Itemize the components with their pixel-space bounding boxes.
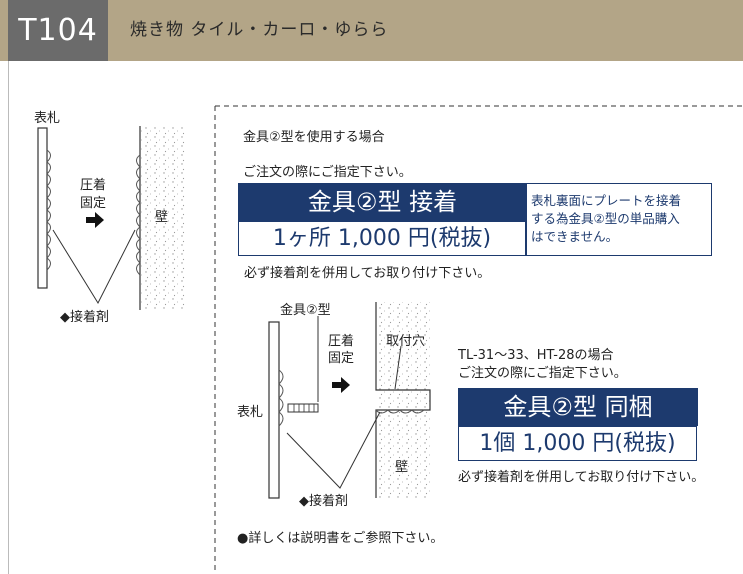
nameplate-side <box>37 127 48 289</box>
adhesive-note: 必ず接着剤を併用してお取り付け下さい。 <box>244 266 491 281</box>
adhesive-label: ◆接着剤 <box>60 310 109 325</box>
press-label-right: 圧着 <box>328 334 355 349</box>
right-install-diagram <box>268 302 431 499</box>
adhesive-leader-left <box>52 229 136 305</box>
nameplate-side-right <box>268 321 280 499</box>
side-note: 表札裏面にプレートを接着 する為金具②型の単品購入 はできません。 <box>531 192 681 246</box>
wall-label: 壁 <box>155 210 169 225</box>
plate-label-right: 表札 <box>237 405 264 420</box>
product-name-banner: 金具②型 接着 <box>238 183 527 221</box>
plate-label: 表札 <box>34 111 61 126</box>
adhesive-wall-left <box>136 154 141 276</box>
header-bar <box>0 0 743 61</box>
left-install-diagram <box>37 126 185 310</box>
bundle-product-banner: 金具②型 同梱 <box>458 388 698 426</box>
bundle-order-note: ご注文の際にご指定下さい。 <box>458 366 627 381</box>
adhesive-leader-right <box>286 411 381 489</box>
adhesive-left <box>46 149 51 271</box>
fix-label: 固定 <box>80 196 107 211</box>
adhesive-hole <box>375 409 425 414</box>
wall-left <box>140 126 185 310</box>
side-note-line: する為金具②型の単品購入 <box>531 211 680 226</box>
bundle-adhesive-note: 必ず接着剤を併用してお取り付け下さい。 <box>458 470 705 485</box>
bundle-price-box: 1個 1,000 円(税抜) <box>458 426 697 461</box>
side-note-line: 表札裏面にプレートを接着 <box>531 193 682 208</box>
order-note: ご注文の際にご指定下さい。 <box>243 165 412 180</box>
price-box: 1ヶ所 1,000 円(税抜) <box>238 221 526 256</box>
fitting-label: 金具②型 <box>280 303 331 318</box>
hole-label: 取付穴 <box>386 334 426 349</box>
side-note-line: はできません。 <box>531 229 619 244</box>
wall-right <box>376 302 430 498</box>
footer-note: ●詳しくは説明書をご参照下さい。 <box>237 531 444 546</box>
section-heading: 金具②型を使用する場合 <box>243 130 385 145</box>
adhesive-label-right: ◆接着剤 <box>299 494 348 509</box>
bolt <box>287 403 319 413</box>
side-note-frame <box>526 183 712 256</box>
bundle-heading: TL-31～33、HT-28の場合 <box>458 348 614 363</box>
wall-edge-with-hole <box>375 302 431 498</box>
product-code: T104 <box>8 0 108 61</box>
left-border <box>8 61 9 574</box>
hole-leader <box>394 345 402 390</box>
press-label: 圧着 <box>80 178 107 193</box>
adhesive-plate-right <box>278 369 284 427</box>
wall-label-right: 壁 <box>395 460 409 475</box>
fix-label-right: 固定 <box>328 351 355 366</box>
arrow-right-icon <box>86 212 104 228</box>
page-title: 焼き物 タイル・カーロ・ゆらら <box>130 20 389 40</box>
arrow-right-icon-2 <box>332 377 350 393</box>
